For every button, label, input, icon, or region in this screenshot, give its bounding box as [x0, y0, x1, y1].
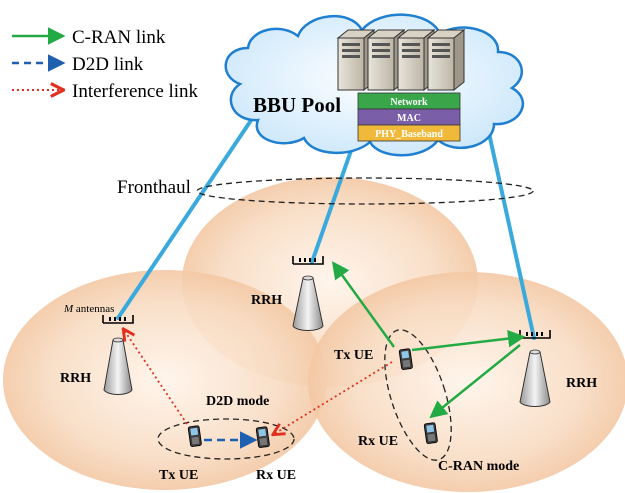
cell-right [308, 272, 625, 492]
cran-link-tx-to-right [411, 329, 526, 352]
cran-link-right-to-rx [429, 344, 521, 419]
rrh-tower-icon [292, 277, 324, 331]
rrh-label-center: RRH [251, 293, 282, 308]
antenna-array-icon [102, 315, 134, 324]
fronthaul-ellipse [196, 177, 534, 205]
layer-phy-label: PHY_Baseband [375, 129, 443, 140]
phone-icon [187, 425, 202, 447]
m-antennas-label: M antennas [63, 303, 114, 315]
fronthaul-line-left [116, 108, 260, 320]
rx-ue-label-cran: Rx UE [358, 434, 398, 449]
rrh-label-right: RRH [566, 376, 597, 391]
legend-cran-label: C-RAN link [72, 27, 166, 48]
phone-icon [398, 348, 413, 370]
cran-link-tx-to-center [331, 261, 396, 348]
d2d-pair-ellipse [157, 418, 295, 460]
links [124, 261, 526, 449]
legend-d2d-label: D2D link [72, 54, 144, 75]
d2d-mode-label: D2D mode [206, 394, 269, 409]
protocol-layer-stack: Network MAC PHY_Baseband [357, 92, 461, 142]
rx-ue-label-d2d: Rx UE [256, 468, 296, 483]
fronthaul-line-right [483, 113, 536, 340]
rrh-label-left: RRH [60, 371, 91, 386]
server-rack-group [336, 28, 466, 92]
cran-mode-label: C-RAN mode [438, 459, 519, 474]
tx-ue-label-d2d: Tx UE [159, 468, 198, 483]
interference-link-tx-to-rrh [124, 330, 188, 425]
interference-link-tx-to-rx [274, 361, 393, 434]
antenna-array-icon [292, 256, 324, 265]
fronthaul-label: Fronthaul [117, 177, 191, 198]
rrh-tower-icon [103, 339, 133, 395]
tx-ue-label-cran: Tx UE [334, 348, 373, 363]
bbu-pool-title: BBU Pool [253, 93, 341, 117]
server-icon [426, 28, 466, 92]
rrh-tower-icon [519, 351, 551, 407]
cran-ue-ellipse [384, 329, 452, 461]
legend: C-RAN link D2D link Interference link [12, 27, 199, 102]
rrh-tower-left [102, 315, 134, 395]
layer-mac-label: MAC [397, 113, 421, 124]
phone-icon [255, 426, 270, 448]
phone-icon [423, 422, 438, 444]
layer-phy-box [357, 124, 461, 142]
rrh-tower-center [292, 256, 324, 331]
layer-network-label: Network [390, 97, 428, 108]
legend-interference-label: Interference link [72, 81, 199, 102]
